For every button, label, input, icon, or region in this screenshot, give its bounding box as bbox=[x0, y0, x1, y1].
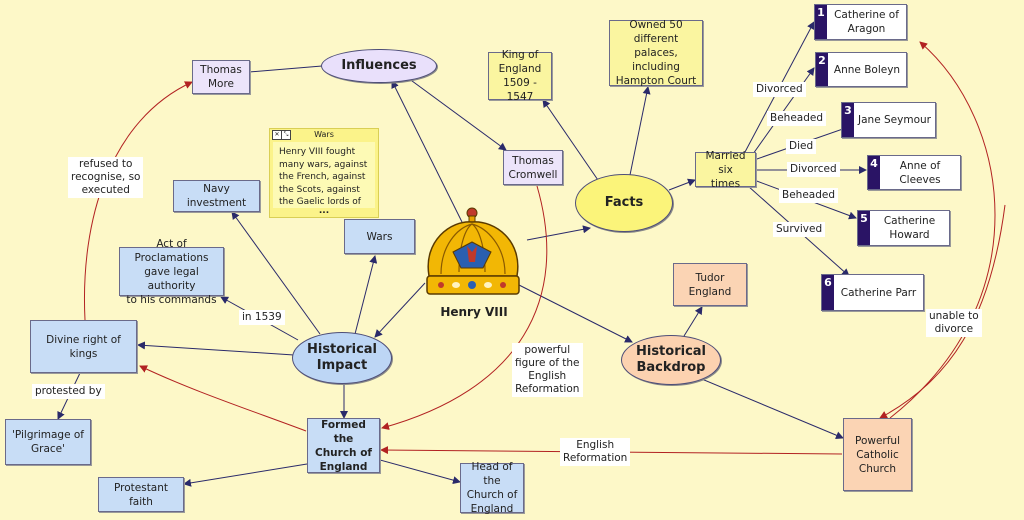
wife-number-badge: 5 bbox=[858, 211, 870, 245]
edge-label-in-1539: in 1539 bbox=[239, 310, 285, 325]
wife-6-node[interactable]: 6 Catherine Parr bbox=[821, 274, 924, 311]
link-impact-wars bbox=[354, 255, 378, 335]
thomas-more-node[interactable]: Thomas More bbox=[192, 60, 250, 94]
wife-number-badge: 1 bbox=[815, 5, 827, 39]
center-label[interactable]: Henry VIII bbox=[440, 305, 508, 319]
catholic-church-node[interactable]: Powerful Catholic Church bbox=[843, 418, 912, 491]
act-of-proclamations-node[interactable]: Act of Proclamations gave legal authorit… bbox=[119, 238, 224, 306]
edge-label-powerful-figure: powerful figure of the English Reformati… bbox=[512, 343, 583, 397]
link-center-impact bbox=[374, 282, 426, 338]
note-title: Wars bbox=[314, 130, 334, 139]
note-titlebar: ✕ ⤡ Wars bbox=[270, 129, 378, 140]
historical-backdrop-node[interactable]: Historical Backdrop bbox=[621, 335, 721, 385]
edge-label-survived: Survived bbox=[773, 222, 826, 237]
protestant-faith-node[interactable]: Protestant faith bbox=[98, 477, 184, 512]
edge-label-unable-divorce: unable to divorce bbox=[926, 309, 982, 337]
link-impact-navy bbox=[231, 211, 321, 335]
edge-label-died: Died bbox=[786, 139, 817, 154]
edge-label-beheaded: Beheaded bbox=[767, 111, 827, 126]
wife-3-node[interactable]: 3 Jane Seymour bbox=[841, 102, 936, 138]
wife-number-badge: 6 bbox=[822, 275, 834, 310]
wife-name: Catherine of Aragon bbox=[834, 9, 899, 35]
king-of-england-node[interactable]: King of England 1509 - 1547 bbox=[488, 49, 552, 103]
palaces-node[interactable]: Owned 50 different palaces, including Ha… bbox=[609, 19, 703, 87]
facts-node[interactable]: Facts bbox=[575, 174, 673, 232]
link-backdrop-tudor bbox=[683, 306, 703, 337]
link-facts-king bbox=[542, 99, 601, 184]
divine-right-node[interactable]: Divine right of kings bbox=[30, 320, 137, 373]
edge-label-protested-by: protested by bbox=[32, 384, 105, 399]
historical-impact-node[interactable]: Historical Impact bbox=[292, 332, 392, 384]
wife-name: Anne of Cleeves bbox=[899, 159, 941, 186]
link-formed-head bbox=[379, 459, 461, 485]
note-text: Henry VIII fought many wars, against the… bbox=[273, 142, 375, 208]
edge-label-english-reformation: English Reformation bbox=[560, 438, 631, 466]
link-center-influences bbox=[391, 80, 463, 223]
link-facts-married bbox=[668, 178, 696, 191]
crown-icon bbox=[421, 206, 527, 304]
edge-label-beheaded: Beheaded bbox=[779, 188, 839, 203]
navy-investment-node[interactable]: Navy investment bbox=[173, 180, 260, 212]
wife-1-node[interactable]: 1 Catherine of Aragon bbox=[814, 4, 907, 40]
married-six-times-node[interactable]: Married six times bbox=[695, 150, 756, 190]
link-center-facts bbox=[526, 225, 591, 241]
wife-name: Anne Boleyn bbox=[833, 63, 901, 76]
wife-name: Jane Seymour bbox=[858, 114, 931, 126]
link-aragon-catholic bbox=[879, 204, 1006, 419]
wars-note[interactable]: ✕ ⤡ Wars Henry VIII fought many wars, ag… bbox=[269, 128, 379, 218]
wife-name: Catherine Parr bbox=[840, 286, 917, 299]
link-impact-divine bbox=[137, 341, 295, 356]
wife-number-badge: 3 bbox=[842, 103, 854, 137]
wife-4-node[interactable]: 4 Anne of Cleeves bbox=[867, 155, 961, 190]
note-resize-icon[interactable]: ⤡ bbox=[281, 130, 291, 140]
head-of-church-node[interactable]: Head of the Church of England bbox=[460, 461, 524, 515]
link-center-backdrop bbox=[518, 284, 633, 343]
link-formed-divine bbox=[139, 365, 307, 432]
wife-2-node[interactable]: 2 Anne Boleyn bbox=[815, 52, 907, 87]
thomas-cromwell-node[interactable]: Thomas Cromwell bbox=[503, 150, 563, 185]
wife-number-badge: 4 bbox=[868, 156, 880, 189]
note-more[interactable]: ... bbox=[318, 206, 330, 216]
link-influences-cromwell bbox=[407, 77, 507, 151]
link-cromwell-formed bbox=[381, 185, 548, 430]
link-facts-palaces bbox=[629, 86, 651, 176]
tudor-england-node[interactable]: Tudor England bbox=[673, 263, 747, 306]
influences-node[interactable]: Influences bbox=[321, 49, 437, 83]
link-catholic-aragon bbox=[889, 41, 996, 419]
edge-label-refused: refused to recognise, so executed bbox=[68, 157, 144, 198]
formed-church-node[interactable]: Formed the Church of England bbox=[307, 418, 380, 473]
link-backdrop-catholic bbox=[696, 376, 844, 439]
edge-label-divorced: Divorced bbox=[753, 82, 806, 97]
link-formed-protestant bbox=[183, 463, 308, 487]
link-influences-more bbox=[236, 65, 323, 77]
wife-5-node[interactable]: 5 Catherine Howard bbox=[857, 210, 950, 246]
wife-number-badge: 2 bbox=[816, 53, 828, 86]
wife-name: Catherine Howard bbox=[883, 215, 936, 241]
pilgrimage-of-grace-node[interactable]: 'Pilgrimage of Grace' bbox=[5, 419, 91, 465]
wars-node[interactable]: Wars bbox=[344, 219, 415, 254]
edge-label-divorced: Divorced bbox=[787, 162, 840, 177]
